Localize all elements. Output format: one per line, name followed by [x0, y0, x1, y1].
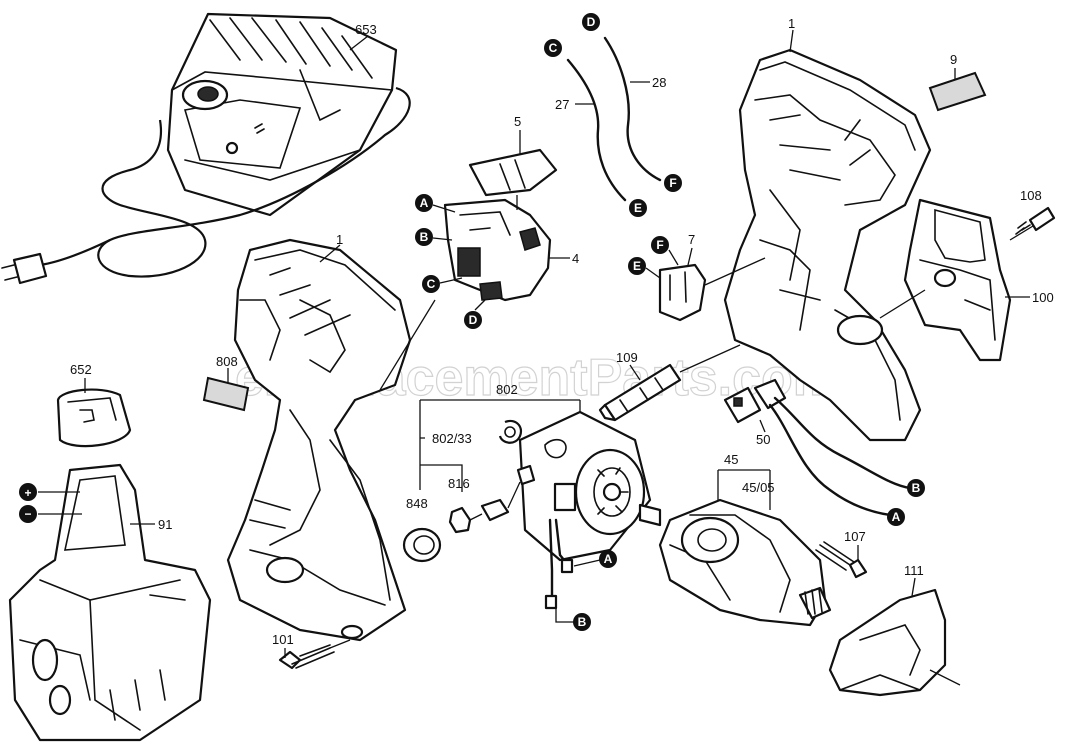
nose-cap-111 — [828, 588, 961, 697]
retaining-ring-802-33 — [498, 419, 523, 444]
callout-part7-e: E — [628, 257, 661, 279]
terminal-minus-text: − — [24, 507, 31, 521]
svg-text:D: D — [587, 15, 596, 29]
label-816: 816 — [448, 476, 470, 491]
label-1-left: 1 — [336, 232, 343, 247]
svg-text:C: C — [427, 277, 436, 291]
label-652: 652 — [70, 362, 92, 377]
callout-switch-d: D — [464, 299, 486, 329]
svg-text:F: F — [656, 238, 663, 252]
brush-cap-848 — [402, 527, 442, 563]
label-91: 91 — [158, 517, 172, 532]
svg-text:B: B — [578, 615, 587, 629]
leader-50 — [759, 419, 766, 433]
label-107: 107 — [844, 529, 866, 544]
leader-1-left — [319, 244, 341, 263]
label-28: 28 — [652, 75, 666, 90]
label-808: 808 — [216, 354, 238, 369]
callout-wire28-f: F — [664, 174, 682, 192]
svg-text:F: F — [669, 176, 676, 190]
brush-holder-816 — [448, 481, 521, 534]
label-109: 109 — [616, 350, 638, 365]
label-108: 108 — [1020, 188, 1042, 203]
label-45: 45 — [724, 452, 738, 467]
callout-switch-b: B — [415, 228, 453, 246]
label-50: 50 — [756, 432, 770, 447]
label-111: 111 — [904, 563, 924, 578]
label-848: 848 — [406, 496, 428, 511]
label-653: 653 — [355, 22, 377, 37]
screw-107 — [815, 541, 868, 579]
label-1-top: 1 — [788, 16, 795, 31]
terminal-minus: − — [19, 505, 82, 523]
label-4: 4 — [572, 251, 579, 266]
terminal-plus: + — [19, 483, 80, 501]
callout-wire27-e: E — [629, 199, 647, 217]
label-plate-808 — [202, 376, 250, 412]
rating-plate-9 — [928, 71, 987, 112]
svg-text:C: C — [549, 41, 558, 55]
callout-part50-b: B — [907, 479, 925, 497]
belt-clip-100 — [903, 198, 1012, 362]
svg-text:A: A — [420, 196, 429, 210]
callout-motor-b: B — [573, 613, 591, 631]
wire-28 — [603, 36, 662, 182]
callout-switch-c: C — [422, 275, 463, 293]
callout-wire27-c: C — [544, 39, 562, 57]
switch-cover-5 — [468, 148, 558, 197]
callout-motor-a: A — [599, 550, 617, 568]
charger-653 — [166, 12, 398, 217]
leader-1-top — [789, 29, 794, 53]
battery-pack-91 — [8, 463, 212, 742]
callout-wire28-d: D — [582, 13, 600, 31]
battery-cover-652 — [56, 388, 132, 448]
svg-text:E: E — [634, 201, 642, 215]
motor-802 — [516, 410, 662, 562]
svg-text:B: B — [420, 230, 429, 244]
label-101: 101 — [272, 632, 294, 647]
callout-part50-a: A — [887, 508, 905, 526]
label-7: 7 — [688, 232, 695, 247]
switch-4 — [443, 198, 552, 302]
svg-text:A: A — [892, 510, 901, 524]
callout-switch-a: A — [415, 194, 456, 213]
leader-7 — [687, 247, 693, 266]
leader-100-to-housing — [879, 289, 926, 319]
label-100: 100 — [1032, 290, 1054, 305]
housing-half-left-1 — [226, 238, 412, 642]
label-5: 5 — [514, 114, 521, 129]
label-802-33: 802/33 — [432, 431, 472, 446]
housing-half-right-1 — [723, 48, 932, 442]
svg-text:A: A — [604, 552, 613, 566]
motor-leads — [544, 518, 601, 623]
screw-108 — [1009, 206, 1056, 241]
leader-109-to-housing — [679, 344, 741, 373]
leader-109 — [629, 364, 641, 381]
label-802: 802 — [496, 382, 518, 397]
leader-7-to-housing — [704, 257, 766, 286]
terminal-plus-text: + — [24, 486, 31, 500]
leader-left-housing-to-switch — [379, 299, 436, 391]
label-27: 27 — [555, 97, 569, 112]
label-9: 9 — [950, 52, 957, 67]
charger-power-cord — [1, 86, 411, 285]
motor-bracket-802 — [419, 399, 581, 492]
bit-109 — [598, 363, 682, 422]
leader-111 — [911, 577, 916, 597]
leader-653 — [349, 35, 369, 51]
electronic-module-50 — [723, 378, 912, 517]
svg-text:E: E — [633, 259, 641, 273]
svg-text:D: D — [469, 313, 478, 327]
label-45-05: 45/05 — [742, 480, 775, 495]
callout-part7-f: F — [651, 236, 679, 266]
svg-text:B: B — [912, 481, 921, 495]
gear-housing-45 — [658, 469, 832, 627]
connector-block-7 — [658, 263, 707, 322]
wire-27 — [566, 58, 627, 202]
